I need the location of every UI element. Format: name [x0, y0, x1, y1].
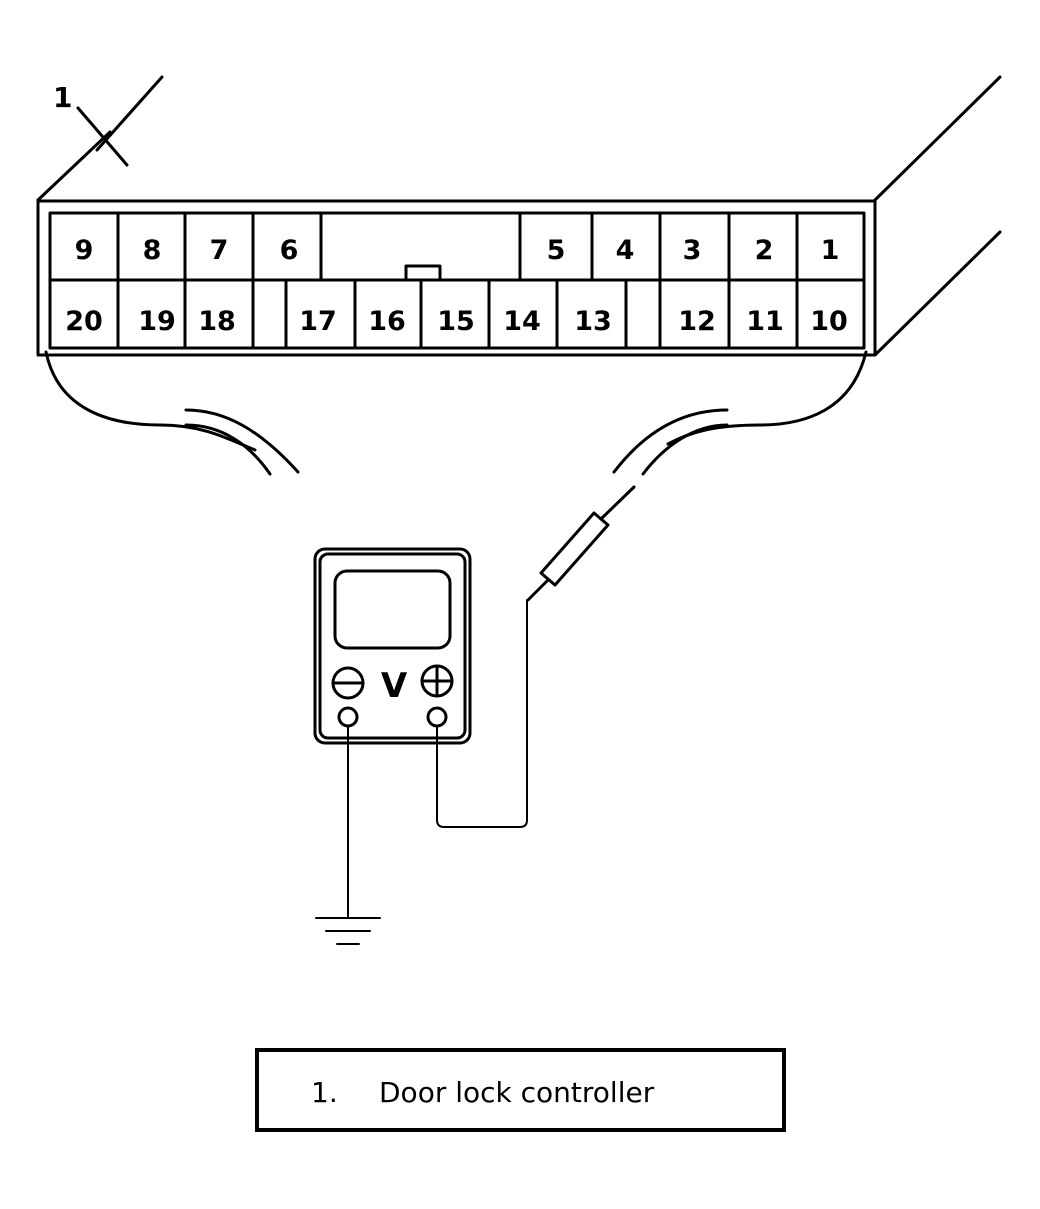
negative-terminal — [337, 706, 359, 728]
legend-box: 1. Door lock controller — [255, 1048, 786, 1132]
pin-label: 14 — [503, 306, 541, 337]
pin-label: 11 — [746, 306, 784, 337]
top-row-pin-labels: 9 8 7 6 5 4 3 2 1 — [75, 235, 840, 266]
ground-icon — [315, 917, 381, 945]
pin-label: 2 — [755, 235, 774, 266]
voltmeter-icon: V — [313, 547, 472, 745]
pin-label: 19 — [138, 306, 176, 337]
wire-harness-left — [44, 350, 300, 476]
voltmeter-body — [313, 547, 472, 745]
pin-label: 4 — [616, 235, 635, 266]
legend-number: 1. — [311, 1076, 338, 1109]
connector-housing — [36, 75, 1002, 357]
pin-label: 7 — [210, 235, 229, 266]
test-probe-icon — [526, 485, 636, 602]
callout-break-lines — [76, 75, 164, 167]
pin-label: 10 — [810, 306, 848, 337]
pin-label: 20 — [65, 306, 103, 337]
legend-text: Door lock controller — [379, 1076, 655, 1109]
pin-label: 3 — [683, 235, 702, 266]
pin-label: 17 — [299, 306, 337, 337]
pin-label: 13 — [574, 306, 612, 337]
pin-label: 18 — [198, 306, 236, 337]
callout-number: 1 — [53, 81, 72, 114]
pin-label: 16 — [368, 306, 406, 337]
plus-in-circle-icon — [420, 664, 454, 698]
pin-label: 15 — [437, 306, 475, 337]
pin-label: 8 — [143, 235, 162, 266]
wire-harness-right — [612, 350, 868, 476]
voltmeter-display — [333, 569, 452, 650]
pin-label: 6 — [280, 235, 299, 266]
bottom-row-pin-labels: 20 19 18 17 16 15 14 13 12 11 10 — [65, 306, 848, 337]
pin-label: 1 — [821, 235, 840, 266]
positive-lead — [436, 599, 528, 828]
positive-terminal — [426, 706, 448, 728]
pin-label: 12 — [678, 306, 716, 337]
pin-label: 9 — [75, 235, 94, 266]
minus-in-circle-icon — [331, 666, 365, 700]
voltmeter-label: V — [381, 666, 408, 706]
pin-label: 5 — [547, 235, 566, 266]
